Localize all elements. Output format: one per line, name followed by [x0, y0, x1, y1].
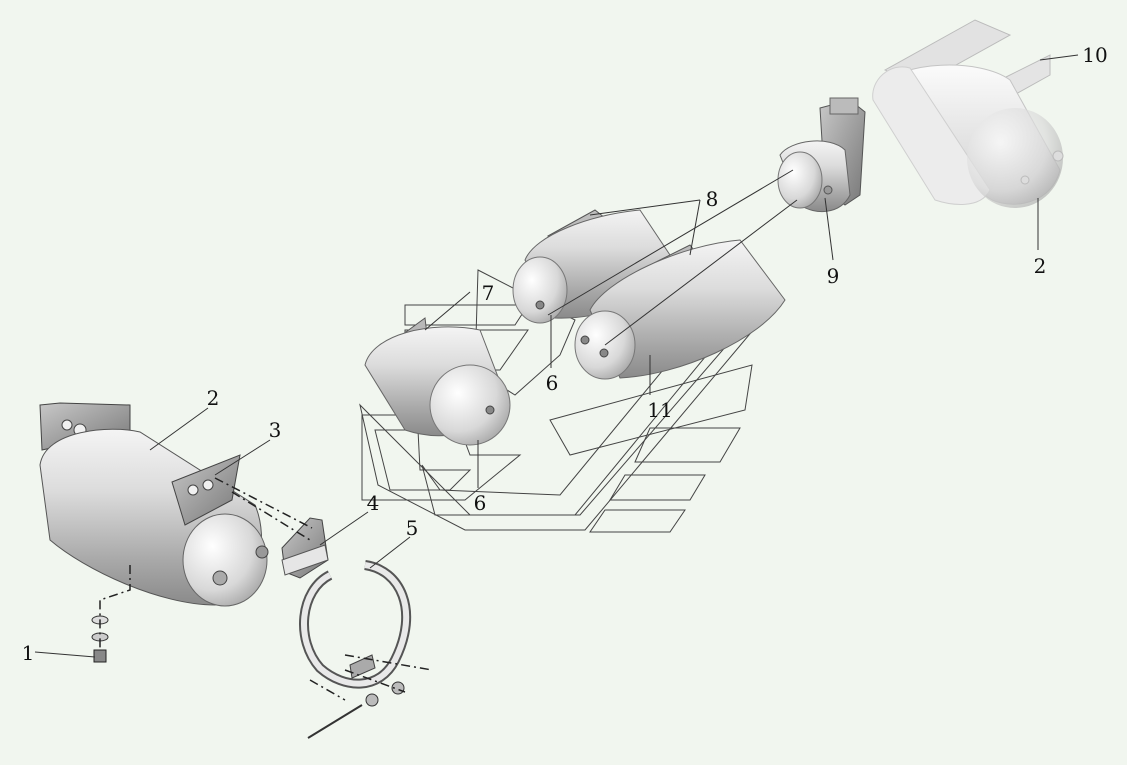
callout-1: 1 [22, 641, 35, 665]
callout-9: 9 [827, 264, 840, 288]
callout-8: 8 [706, 187, 719, 211]
assembly-center-lines [99, 477, 433, 701]
callout-5: 5 [406, 516, 419, 540]
callout-6-upper: 6 [546, 371, 559, 395]
callout-3: 3 [269, 418, 282, 442]
strap-band [299, 560, 412, 739]
callout-2-upper-right: 2 [1034, 254, 1047, 278]
air-tank-left-middle [364, 317, 511, 446]
small-air-tank-with-bracket [777, 97, 866, 213]
callout-6-lower: 6 [474, 491, 487, 515]
strap-pad [281, 517, 329, 579]
callout-2-lower-left: 2 [207, 386, 220, 410]
callout-4: 4 [367, 491, 380, 515]
air-tank-lower-left [39, 402, 269, 607]
callout-7: 7 [482, 281, 495, 305]
callout-labels: 1 2 3 4 5 6 6 7 8 9 10 2 11 [22, 43, 1108, 665]
callout-11: 11 [647, 398, 672, 422]
leader-lines [34, 54, 1079, 658]
callout-10: 10 [1082, 43, 1107, 67]
air-tank-ghost-upper-right [872, 19, 1064, 208]
